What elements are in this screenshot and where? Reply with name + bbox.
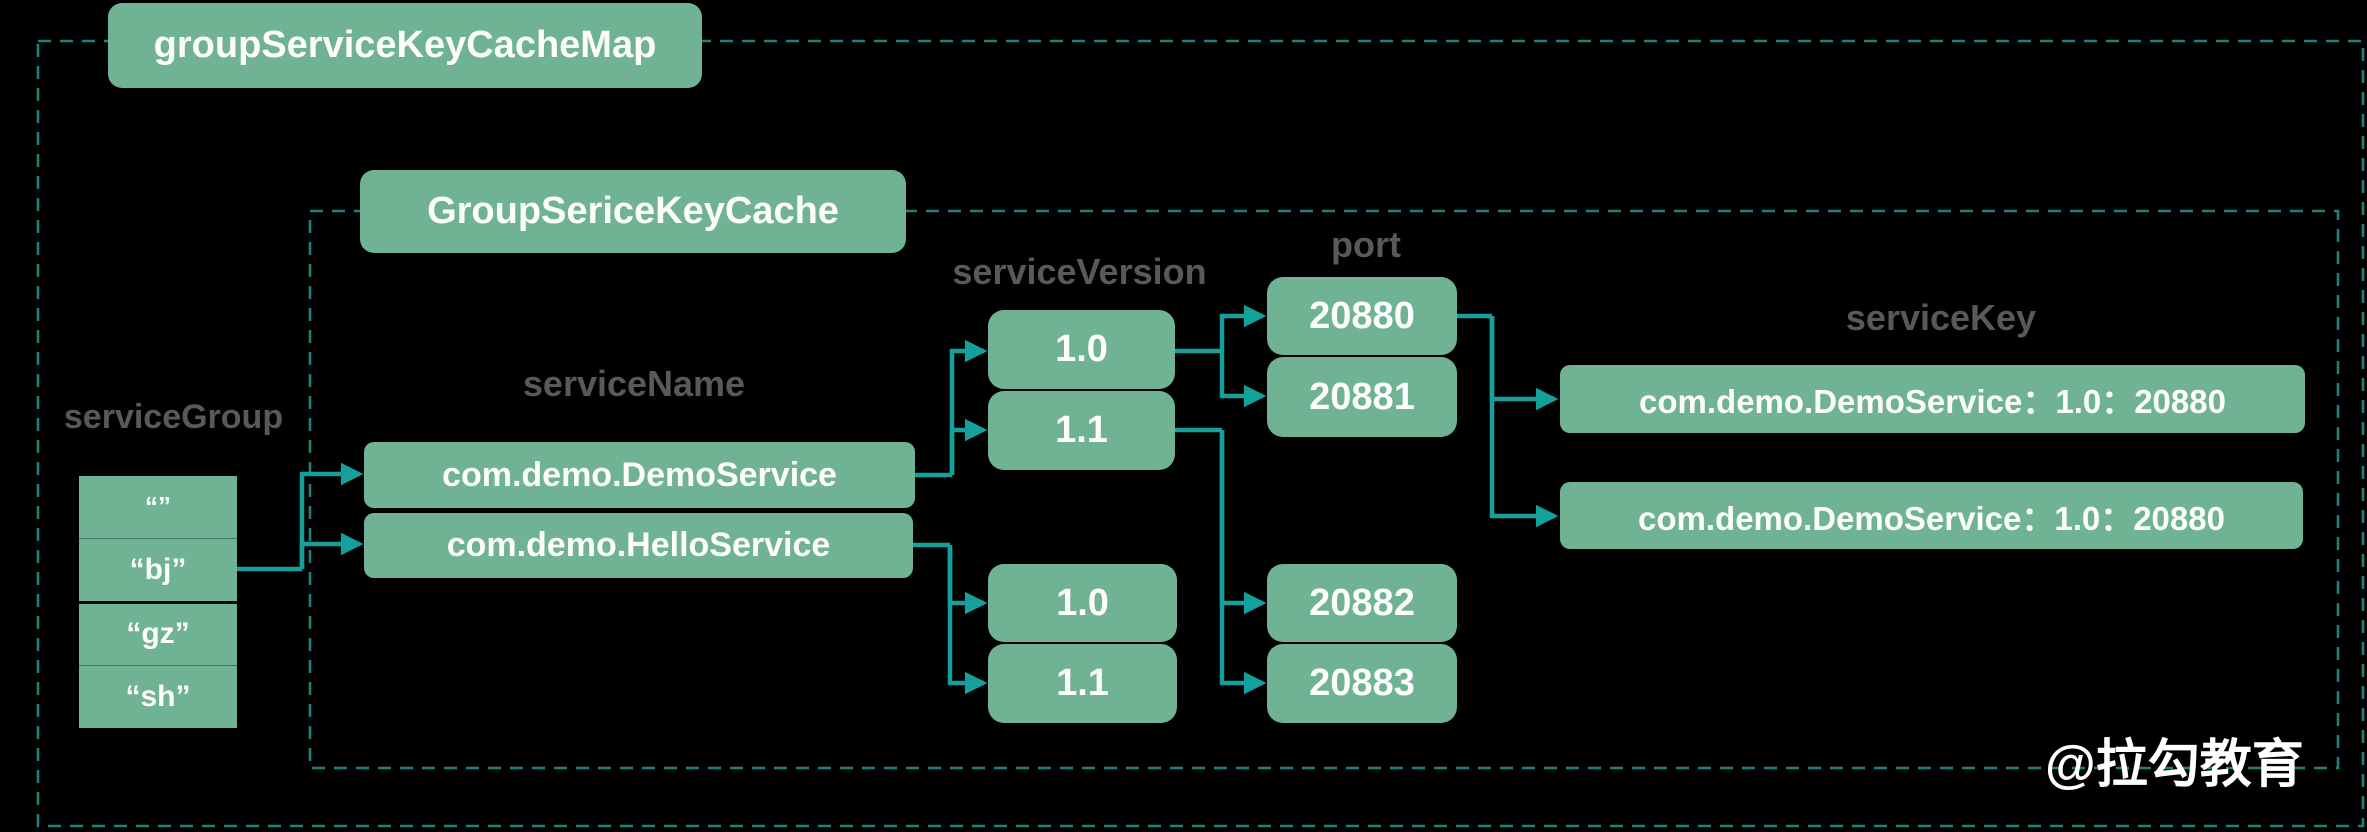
service-name-label: serviceName xyxy=(522,363,746,404)
edge-v1-0-to-20880 xyxy=(1219,304,1267,351)
cache-title-box: GroupSericeKeyCache xyxy=(360,170,906,253)
map-title-box: groupServiceKeyCacheMap xyxy=(108,3,702,88)
edge-bj-to-helloservice xyxy=(299,532,364,569)
edge-20880-to-key1 xyxy=(1489,316,1559,411)
service-version-label: serviceVersion xyxy=(952,251,1207,292)
edge-v1-0-to-20881 xyxy=(1219,351,1267,408)
outer-dashed-frame xyxy=(36,39,2365,828)
service-group-cell-sh: “sh” xyxy=(79,665,237,728)
edge-v1-1-to-20882 xyxy=(1219,430,1267,615)
service-key-box-1: com.demo.DemoService：1.0：20880 xyxy=(1560,365,2305,433)
edge-helloservice-to-v2-1 xyxy=(947,545,988,695)
port-box-20883: 20883 xyxy=(1267,644,1457,723)
service-group-stack: “” “bj” “gz” “sh” xyxy=(79,476,237,728)
service-key-box-2: com.demo.DemoService：1.0：20880 xyxy=(1560,482,2303,549)
service-group-cell-gz: “gz” xyxy=(79,600,237,666)
port-box-20881: 20881 xyxy=(1267,357,1457,437)
edge-demoservice-to-v1-0 xyxy=(949,339,988,475)
version-box-g1-1-0: 1.0 xyxy=(988,310,1175,389)
service-name-box-demoservice: com.demo.DemoService xyxy=(364,442,915,508)
service-group-label: serviceGroup xyxy=(63,397,284,436)
version-box-g2-1-0: 1.0 xyxy=(988,564,1177,642)
version-box-g1-1-1: 1.1 xyxy=(988,391,1175,470)
version-box-g2-1-1: 1.1 xyxy=(988,644,1177,723)
edge-helloservice-to-v2-0 xyxy=(947,545,988,615)
port-box-20880: 20880 xyxy=(1267,277,1457,355)
service-group-cell-bj: “bj” xyxy=(79,537,237,601)
edge-bj-to-demoservice xyxy=(299,462,364,569)
port-label: port xyxy=(1331,224,1401,265)
inner-dashed-frame xyxy=(308,209,2340,770)
edge-demoservice-to-v1-1 xyxy=(949,418,988,475)
edge-v1-1-to-20883 xyxy=(1219,430,1267,695)
edge-20880-to-key2 xyxy=(1489,316,1559,528)
watermark: @拉勾教育 xyxy=(2045,736,2304,794)
service-group-cell-empty: “” xyxy=(145,491,171,522)
service-key-label: serviceKey xyxy=(1845,297,2037,338)
service-name-box-helloservice: com.demo.HelloService xyxy=(364,513,913,578)
port-box-20882: 20882 xyxy=(1267,564,1457,642)
